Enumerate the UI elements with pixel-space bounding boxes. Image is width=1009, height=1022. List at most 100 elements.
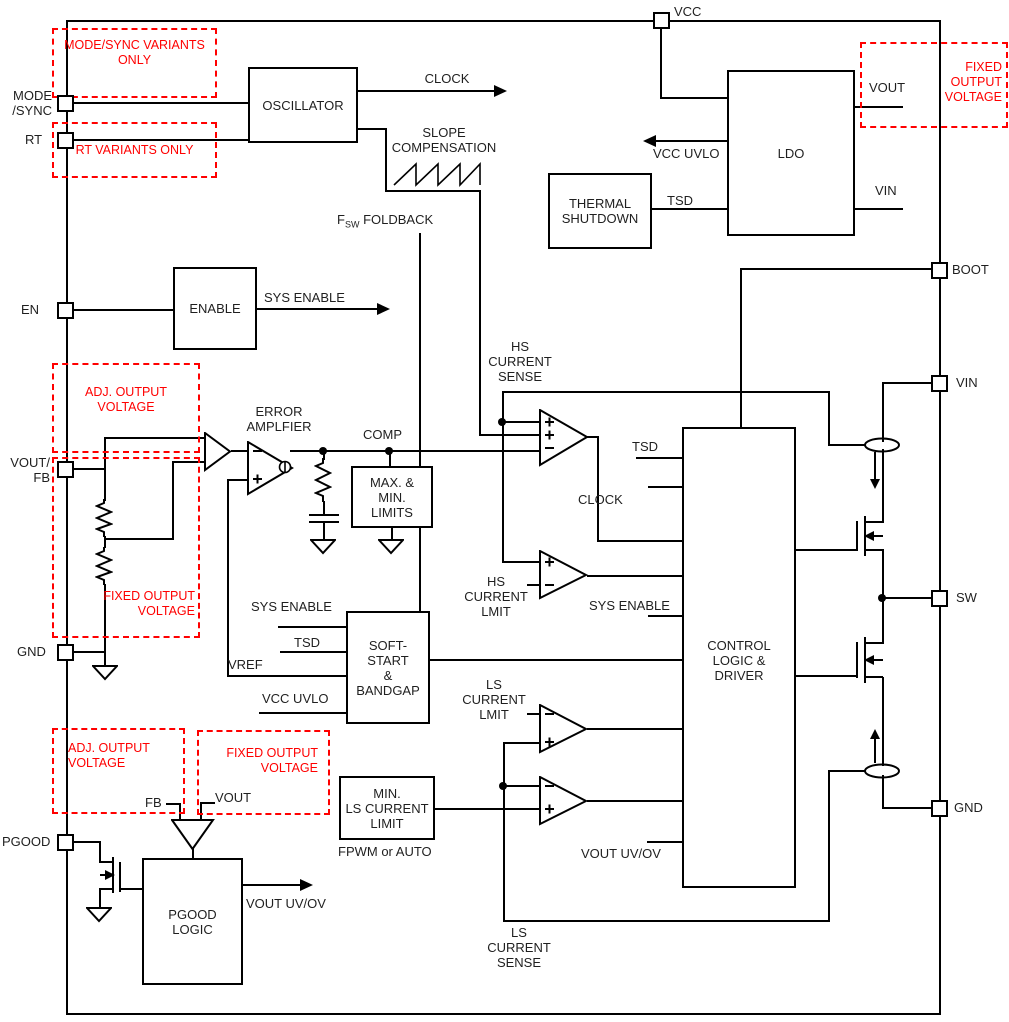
wire (227, 479, 229, 677)
label-vcc-uvlo-ldo: VCC UVLO (653, 146, 720, 161)
rt-variants-note: RT VARIANTS ONLY (75, 143, 194, 157)
wire (828, 770, 865, 772)
sawtooth-waveform-icon (392, 161, 482, 192)
mosfet-ls-icon (856, 642, 858, 678)
wire (430, 659, 683, 661)
min-ls-current-limit-block: MIN. LS CURRENT LIMIT (339, 776, 435, 840)
wire (828, 444, 866, 446)
block-label: LS CURRENT (345, 800, 429, 816)
wire (882, 597, 932, 599)
wire (503, 742, 505, 922)
wire (648, 615, 683, 617)
block-label: MAX. & (369, 474, 415, 490)
wire (166, 803, 179, 805)
wire (740, 268, 932, 270)
label-tsd-ldo: TSD (667, 193, 693, 208)
fixed-output-voltage-box-top-right (860, 42, 1008, 128)
mosfet-pgood-icon (99, 861, 114, 863)
adj-output-voltage-box-bottom (52, 728, 185, 814)
hs-current-limit-comparator-icon (539, 549, 591, 605)
ground-icon (376, 539, 406, 560)
thermal-shutdown-block: THERMAL SHUTDOWN (548, 173, 652, 249)
min-ls-current-comparator-icon (539, 775, 591, 831)
current-arrow-icon (874, 739, 876, 763)
pin-label-en: EN (21, 302, 40, 317)
block-label: MIN. (378, 489, 406, 505)
wire (882, 807, 932, 809)
wire (104, 437, 106, 501)
pin-vin (931, 375, 948, 392)
wire (323, 501, 325, 516)
max-min-limits-block: MAX. & MIN. LIMITS (351, 466, 433, 528)
pin-label-vcc: VCC (674, 4, 702, 19)
wire (243, 884, 303, 886)
mosfet-hs-icon (872, 535, 883, 537)
block-label: LIMITS (371, 504, 413, 520)
pin-gnd-right (931, 800, 948, 817)
wire (200, 802, 202, 823)
oscillator-block: OSCILLATOR (248, 67, 358, 143)
mosfet-hs-icon (866, 521, 883, 523)
label-vin-ldo: VIN (875, 183, 897, 198)
ls-current-limit-comparator-icon (539, 703, 591, 759)
wire (257, 308, 380, 310)
wire (200, 802, 215, 804)
block-label: CONTROL (707, 638, 771, 653)
wire (192, 846, 194, 859)
wire (172, 461, 206, 463)
pin-vcc (653, 12, 670, 29)
wire (855, 106, 903, 108)
fixed-output-voltage-box-bottom (197, 730, 330, 815)
wire (104, 437, 206, 439)
label-vref: VREF (228, 657, 263, 672)
pin-boot (931, 262, 948, 279)
junction-dot (878, 594, 886, 602)
label-sys-enable-ss: SYS ENABLE (251, 599, 332, 614)
current-sense-ellipse-icon (863, 763, 901, 784)
wire (73, 841, 100, 843)
wire (636, 457, 683, 459)
ground-icon (90, 665, 120, 686)
capacitor-icon (309, 521, 339, 523)
wire (502, 391, 829, 393)
ground-icon (84, 907, 114, 928)
wire (828, 770, 830, 922)
wire (227, 675, 347, 677)
block-label: SOFT- (368, 637, 408, 653)
wire (597, 540, 683, 542)
wire (882, 597, 884, 644)
control-logic-driver-block: CONTROL LOGIC & DRIVER (682, 427, 796, 888)
wire (882, 449, 884, 523)
wire (796, 549, 857, 551)
wire (652, 208, 728, 210)
wire (882, 677, 884, 766)
fb-vout-mux-icon (170, 819, 215, 856)
rt-variants-box (52, 122, 217, 178)
mosfet-pgood-icon (99, 888, 114, 890)
wire (587, 575, 683, 577)
block-label: LOGIC & (712, 653, 766, 668)
sys-enable-arrowhead-icon (377, 303, 390, 315)
wire (385, 128, 387, 192)
label-sys-enable-ctrl: SYS ENABLE (589, 598, 670, 613)
block-label: DRIVER (714, 668, 764, 683)
pin-gnd-left (57, 644, 74, 661)
wire (479, 190, 481, 436)
wire (385, 190, 481, 192)
pin-label-vout-fb: VOUT/FB (10, 455, 50, 485)
wire (172, 461, 174, 540)
block-label: THERMAL (568, 196, 632, 211)
label-tsd-ss: TSD (294, 635, 320, 650)
label-clock-ctrl: CLOCK (578, 492, 623, 507)
block-label: MIN. (373, 785, 401, 801)
pin-label-rt: RT (25, 132, 43, 147)
wire (479, 434, 541, 436)
label-vout-uvov-ctrl: VOUT UV/OV (581, 846, 661, 861)
current-arrow-icon (874, 452, 876, 479)
wire (882, 382, 884, 442)
mosfet-pgood-icon (119, 862, 121, 892)
wire (73, 309, 173, 311)
